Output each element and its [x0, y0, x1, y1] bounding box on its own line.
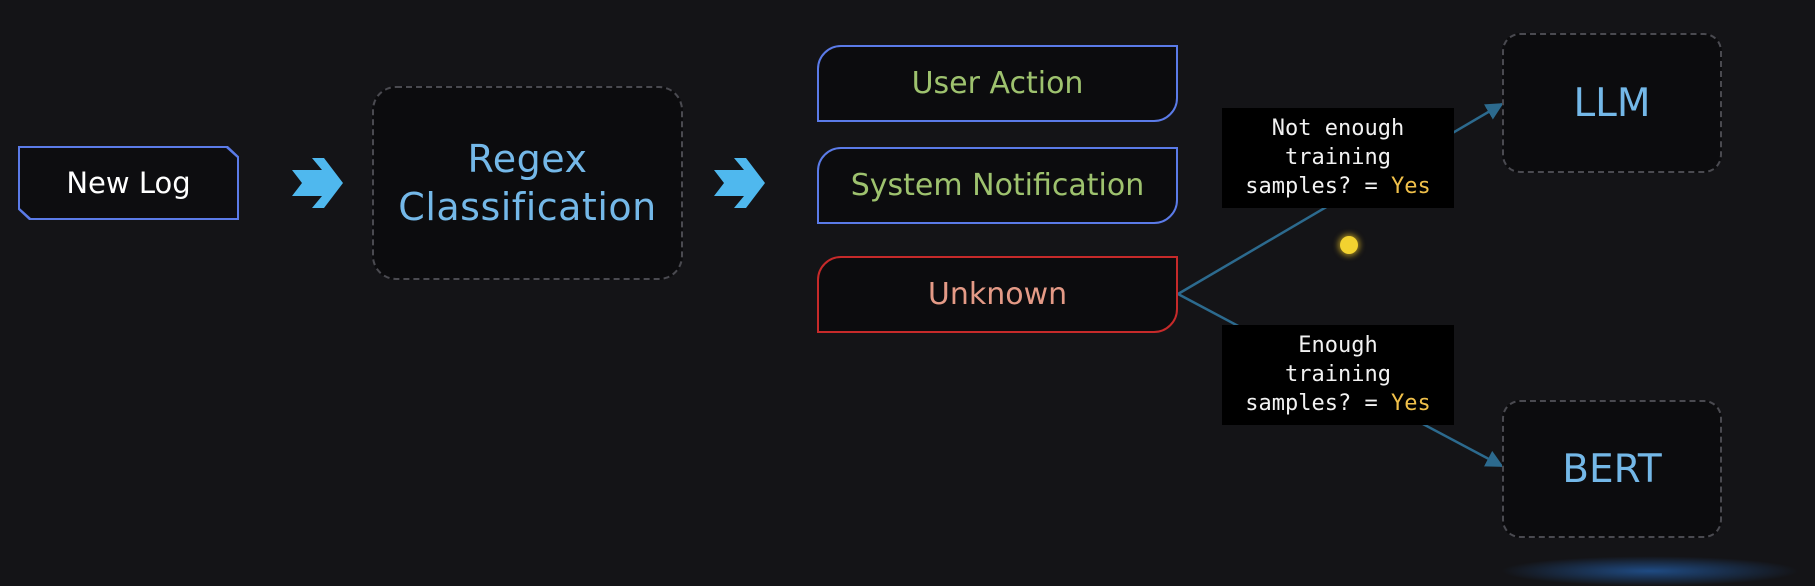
- bottom-glow: [1500, 556, 1800, 586]
- flow-arrow-2-icon: [714, 158, 765, 208]
- user-action-node: User Action: [817, 45, 1178, 122]
- new-log-label: New Log: [20, 148, 237, 218]
- cond2-value: Yes: [1390, 391, 1431, 416]
- regex-label-line2: Classification: [398, 185, 657, 229]
- cond2-line2: training: [1285, 362, 1391, 387]
- llm-node: LLM: [1502, 33, 1722, 173]
- cond2-line1: Enough: [1298, 333, 1378, 358]
- cond2-question: samples? =: [1245, 391, 1391, 416]
- regex-classification-node: Regex Classification: [372, 86, 683, 280]
- cursor-dot-icon: [1340, 236, 1358, 254]
- condition-not-enough-samples: Not enough training samples? = Yes: [1222, 108, 1454, 208]
- regex-label-line1: Regex: [467, 137, 588, 181]
- cond1-line2: training: [1285, 145, 1391, 170]
- new-log-node: New Log: [18, 146, 239, 220]
- flow-arrow-1-icon: [292, 158, 343, 208]
- cond1-line1: Not enough: [1271, 116, 1405, 141]
- cond2-line3: samples? = Yes: [1222, 389, 1454, 418]
- cond1-value: Yes: [1390, 174, 1431, 199]
- condition-enough-samples: Enough training samples? = Yes: [1222, 325, 1454, 425]
- cond1-question: samples? =: [1245, 174, 1391, 199]
- unknown-node: Unknown: [817, 256, 1178, 333]
- cond1-line3: samples? = Yes: [1222, 172, 1454, 201]
- system-notification-node: System Notification: [817, 147, 1178, 224]
- bert-node: BERT: [1502, 400, 1722, 538]
